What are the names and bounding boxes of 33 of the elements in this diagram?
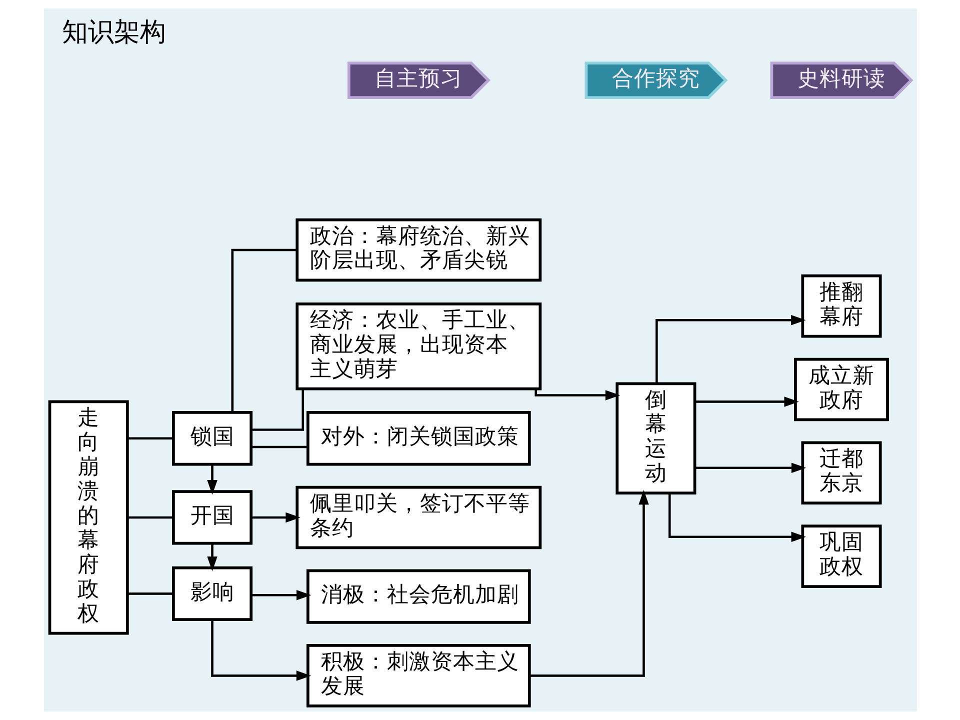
arrow — [251, 590, 311, 600]
node-box: 锁国 — [172, 411, 252, 466]
connector — [230, 248, 297, 412]
node-box: 佩里叩关，签订不平等条约 — [295, 486, 542, 550]
node-box: 成立新政府 — [794, 358, 888, 422]
connector — [251, 446, 308, 448]
diagram-title: 知识架构 — [61, 18, 166, 48]
arrow — [534, 388, 620, 400]
node-box: 政治：幕府统治、新兴阶层出现、矛盾尖锐 — [295, 218, 542, 282]
arrow — [251, 512, 300, 523]
arrow — [694, 396, 798, 407]
arrow — [668, 493, 806, 542]
arrow — [206, 544, 217, 572]
node-box: 迁都东京 — [800, 441, 882, 505]
connector — [127, 437, 173, 440]
connector — [127, 592, 173, 595]
arrow — [655, 314, 806, 384]
node-box: 倒幕运动 — [615, 382, 696, 494]
node-box: 推翻幕府 — [800, 274, 882, 338]
node-box: 对外：闭关锁国政策 — [306, 411, 530, 466]
arrow — [206, 464, 217, 495]
arrow — [529, 490, 648, 677]
node-box: 影响 — [172, 566, 252, 622]
node-box: 巩固政权 — [800, 524, 882, 588]
arrow — [694, 462, 806, 474]
arrow — [210, 620, 311, 681]
connector — [127, 516, 173, 519]
node-box: 积极：刺激资本主义发展 — [306, 644, 530, 708]
node-box: 经济：农业、手工业、商业发展，出现资本主义萌芽 — [295, 302, 542, 390]
node-box: 开国 — [172, 490, 252, 545]
node-box: 消极：社会危机加剧 — [306, 569, 530, 624]
connector — [250, 389, 304, 431]
node-box: 走向崩溃的幕府政权 — [48, 400, 128, 635]
